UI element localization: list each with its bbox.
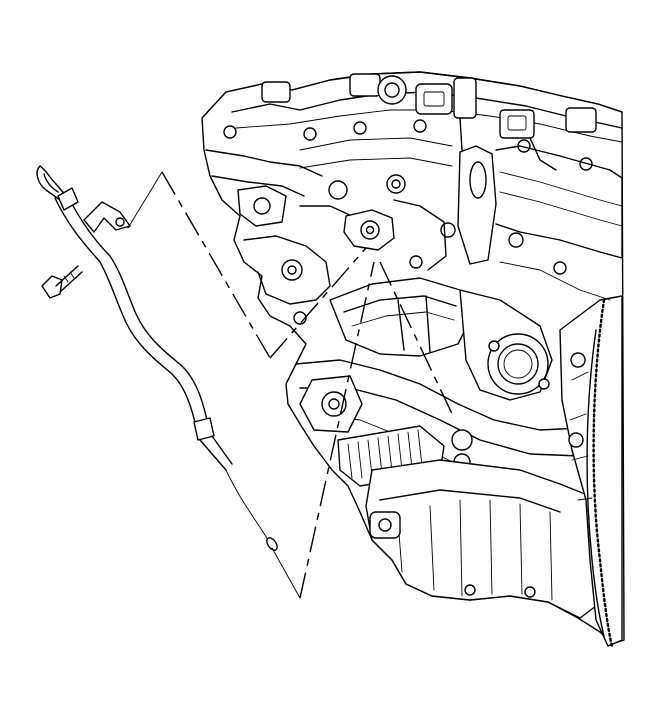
water-outlet <box>487 333 550 395</box>
oil-pan <box>365 459 605 619</box>
tube-mounting-boss <box>343 209 395 251</box>
tube-bracket <box>83 201 131 233</box>
engine-assembly <box>201 71 625 648</box>
oil-level-indicator-handle <box>36 165 79 211</box>
lifting-eye <box>457 145 497 265</box>
valve-cover-bolts <box>223 119 593 171</box>
oil-level-indicator-tube <box>54 191 278 551</box>
tube-mounting-bolt <box>41 265 83 299</box>
flywheel-ring-gear <box>559 295 623 648</box>
leader-lines <box>127 171 455 599</box>
ignition-coils <box>261 73 597 171</box>
